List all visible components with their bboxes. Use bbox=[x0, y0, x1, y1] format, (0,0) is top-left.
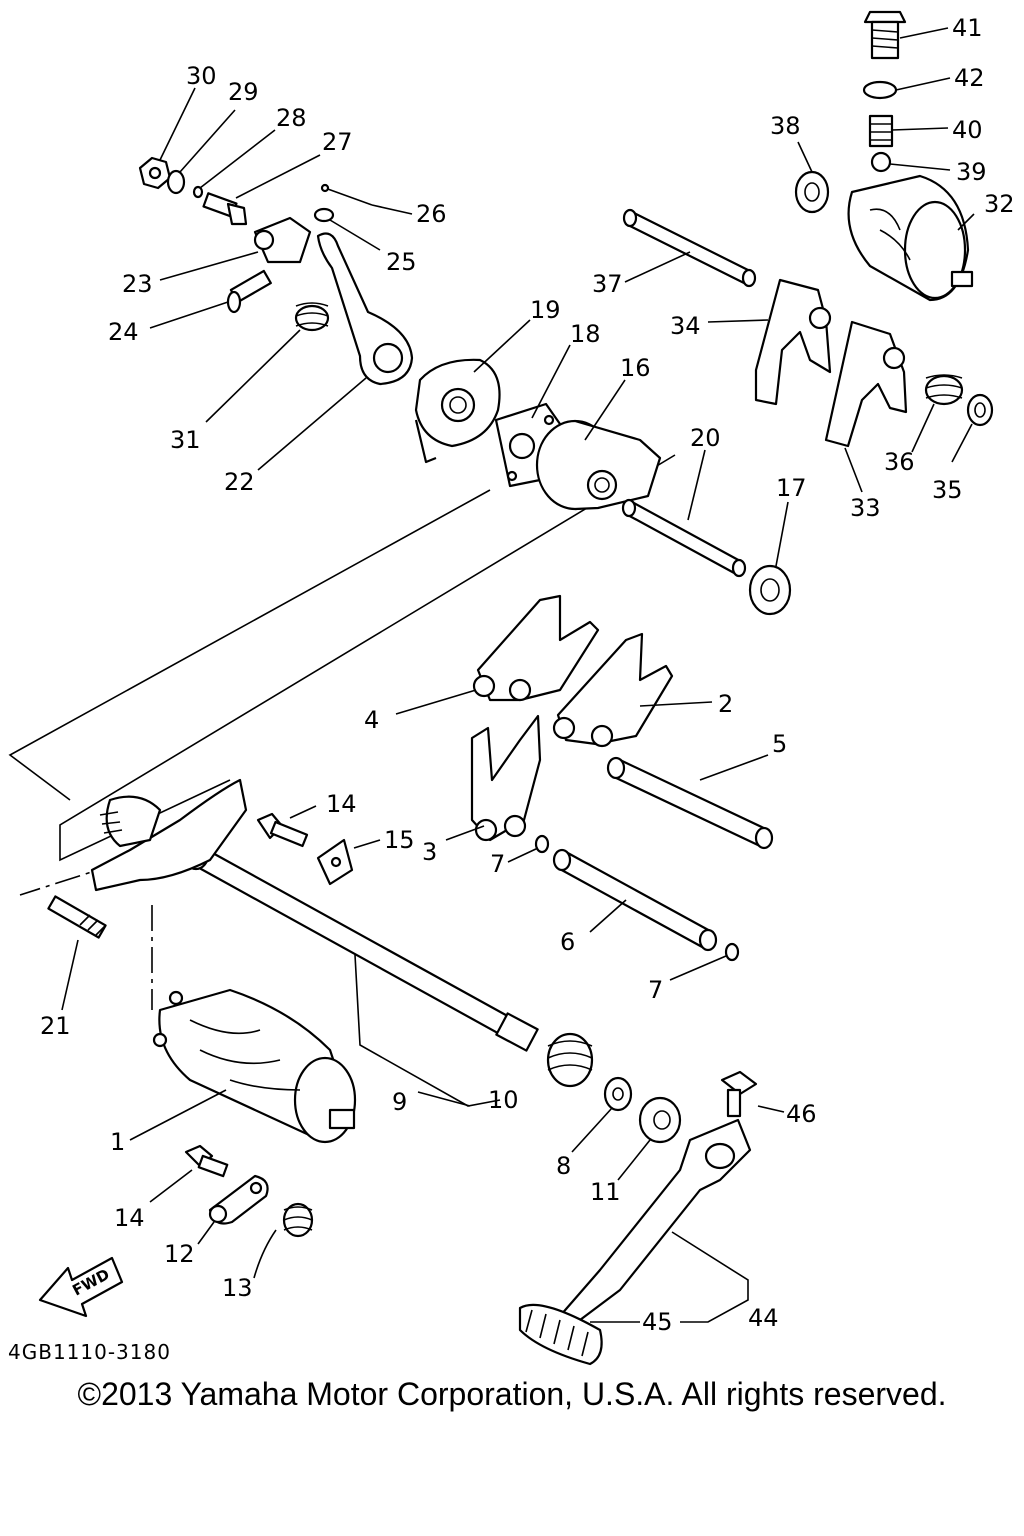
callout-10: 10 bbox=[488, 1086, 519, 1114]
part-30-washer bbox=[166, 169, 186, 195]
callout-41: 40 bbox=[952, 116, 983, 144]
part-26-washer bbox=[313, 207, 335, 223]
drawing-code: 4GB1110-3180 bbox=[8, 1340, 171, 1364]
callout-37: 36 bbox=[884, 448, 915, 476]
part-15-bolt bbox=[256, 812, 309, 848]
callout-4: 4 bbox=[364, 706, 379, 734]
part-41-spring bbox=[868, 114, 894, 148]
leader-lines bbox=[61, 27, 975, 1323]
callout-6: 6 bbox=[560, 928, 575, 956]
callout-9: 9 bbox=[392, 1088, 407, 1116]
callout-28: 27 bbox=[322, 128, 353, 156]
part-34-fork bbox=[824, 320, 908, 448]
part-33-drum bbox=[847, 174, 974, 302]
callout-5: 5 bbox=[772, 730, 787, 758]
copyright-notice: ©2013 Yamaha Motor Corporation, U.S.A. A… bbox=[77, 1376, 947, 1412]
callout-7-upper: 7 bbox=[490, 850, 505, 878]
callout-2: 2 bbox=[718, 690, 733, 718]
callout-11: 11 bbox=[590, 1178, 621, 1206]
callout-33: 32 bbox=[984, 190, 1015, 218]
part-36-ring bbox=[966, 393, 994, 427]
part-39-bearing bbox=[794, 170, 830, 214]
part-32-spring bbox=[294, 302, 330, 332]
callout-44: 44 bbox=[748, 1304, 779, 1332]
callout-40: 39 bbox=[956, 158, 987, 186]
callout-17: 16 bbox=[620, 354, 651, 382]
part-44-shift-pedal bbox=[558, 1118, 752, 1322]
callout-22: 21 bbox=[40, 1012, 71, 1040]
callout-1: 1 bbox=[110, 1128, 125, 1156]
callout-45: 45 bbox=[642, 1308, 673, 1336]
part-22-bolt bbox=[47, 895, 107, 939]
part-24-joint bbox=[253, 216, 312, 264]
part-1-drum bbox=[152, 988, 357, 1144]
part-14-bolt bbox=[184, 1144, 229, 1178]
part-40-ball bbox=[870, 151, 892, 173]
callout-23: 22 bbox=[224, 468, 255, 496]
part-7-ring-upper bbox=[534, 834, 550, 854]
callout-32: 31 bbox=[170, 426, 201, 454]
part-8-washer bbox=[603, 1076, 633, 1112]
part-43-washer bbox=[862, 80, 898, 100]
callout-26: 25 bbox=[386, 248, 417, 276]
callout-36: 35 bbox=[932, 476, 963, 504]
part-2-fork bbox=[552, 632, 674, 748]
callout-8: 8 bbox=[556, 1152, 571, 1180]
callout-16: 15 bbox=[384, 826, 415, 854]
part-45-rubber bbox=[518, 1303, 603, 1366]
callout-3: 3 bbox=[422, 838, 437, 866]
part-7-ring-lower bbox=[724, 942, 740, 962]
part-46-bolt bbox=[720, 1070, 758, 1118]
callout-31: 30 bbox=[186, 62, 217, 90]
callout-15: 14 bbox=[326, 790, 357, 818]
callout-21: 20 bbox=[690, 424, 721, 452]
part-25-pin bbox=[226, 269, 272, 314]
part-23-shift-arm bbox=[316, 232, 414, 386]
part-4-fork bbox=[472, 594, 600, 702]
callout-27: 26 bbox=[416, 200, 447, 228]
part-42-bolt bbox=[863, 10, 907, 60]
fwd-arrow: FWD bbox=[38, 1256, 124, 1318]
part-35-fork bbox=[754, 278, 832, 406]
callout-34: 33 bbox=[850, 494, 881, 522]
callout-46: 46 bbox=[786, 1100, 817, 1128]
part-12-lever bbox=[208, 1174, 269, 1225]
part-9-shift-shaft bbox=[90, 778, 539, 1052]
part-27-pin bbox=[320, 183, 373, 206]
part-38-shaft bbox=[622, 208, 757, 288]
callout-42: 41 bbox=[952, 14, 983, 42]
callout-38: 37 bbox=[592, 270, 623, 298]
part-5-shaft bbox=[606, 756, 774, 850]
part-21-shaft bbox=[621, 498, 747, 578]
part-17-segment bbox=[535, 419, 662, 511]
part-29-clip bbox=[192, 185, 204, 199]
callout-43: 42 bbox=[954, 64, 985, 92]
part-11-collar bbox=[638, 1096, 682, 1144]
callout-39: 38 bbox=[770, 112, 801, 140]
part-18-bearing bbox=[748, 564, 792, 616]
callout-29: 28 bbox=[276, 104, 307, 132]
callout-35: 34 bbox=[670, 312, 701, 340]
callout-7-lower: 7 bbox=[648, 976, 663, 1004]
callout-25: 24 bbox=[108, 318, 139, 346]
part-6-shaft bbox=[552, 848, 718, 952]
part-37-spring bbox=[924, 374, 964, 406]
part-10-spring bbox=[546, 1032, 594, 1088]
callout-24: 23 bbox=[122, 270, 153, 298]
part-13-spring bbox=[282, 1202, 314, 1238]
callout-14: 14 bbox=[114, 1204, 145, 1232]
part-28-bolt bbox=[202, 192, 248, 226]
callout-labels: 30 29 28 27 26 25 23 24 31 22 19 18 16 2… bbox=[40, 14, 1015, 1336]
callout-18: 17 bbox=[776, 474, 807, 502]
part-3-fork bbox=[470, 714, 542, 842]
callout-20: 19 bbox=[530, 296, 561, 324]
callout-19: 18 bbox=[570, 320, 601, 348]
callout-12: 12 bbox=[164, 1240, 195, 1268]
callout-30: 29 bbox=[228, 78, 259, 106]
callout-13: 13 bbox=[222, 1274, 253, 1302]
part-31-nut bbox=[138, 156, 172, 190]
part-20-segment bbox=[414, 358, 501, 464]
part-16-plate bbox=[316, 838, 354, 886]
